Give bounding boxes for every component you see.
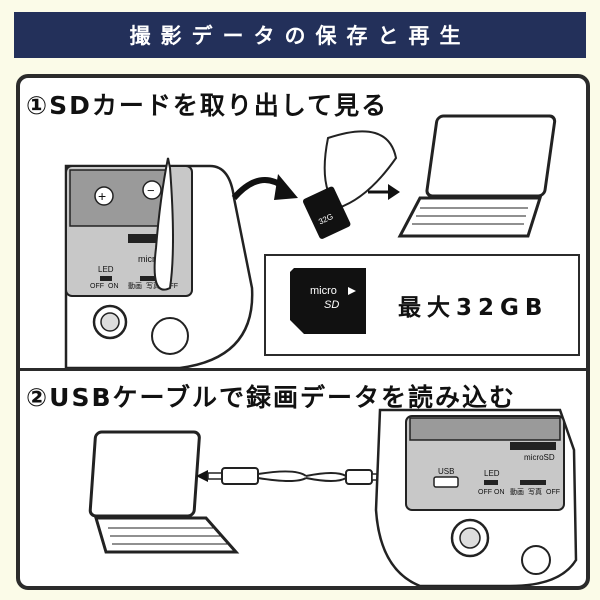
led-off-label-2: OFF xyxy=(478,489,492,496)
page-banner: 撮影データの保存と再生 xyxy=(14,12,586,58)
led-on-label-2: ON xyxy=(494,489,505,496)
capacity-text: 最大32GB xyxy=(398,295,549,321)
camera-device-illustration-1: + − microSD LED OFF ON 動画 写真 OFF xyxy=(64,157,254,370)
step1-title: ①SDカードを取り出して見る xyxy=(26,91,389,120)
banner-title: 撮影データの保存と再生 xyxy=(129,24,471,48)
led-off-label: OFF xyxy=(90,283,104,290)
microsd-slot-label-2: microSD xyxy=(524,453,555,462)
svg-text:−: − xyxy=(147,183,155,198)
usb-cable-icon xyxy=(196,467,396,485)
card-in-hand-illustration: 32G xyxy=(302,130,398,239)
mode-video-label-2: 動画 xyxy=(510,487,524,496)
mode-photo-label: 写真 xyxy=(146,281,160,290)
led-label: LED xyxy=(98,265,114,274)
hand-icon xyxy=(153,157,174,291)
mode-photo-label-2: 写真 xyxy=(528,487,542,496)
microsd-card-icon: micro SD xyxy=(290,268,366,334)
usb-port-label: USB xyxy=(438,467,454,476)
instruction-frame: ①SDカードを取り出して見る + − microSD LED OFF ON 動画… xyxy=(16,74,590,590)
svg-text:+: + xyxy=(98,188,106,204)
mode-off-label-2: OFF xyxy=(546,489,560,496)
card-sd-text: SD xyxy=(324,299,339,311)
section-divider xyxy=(20,368,586,371)
led-on-label: ON xyxy=(108,283,119,290)
mode-video-label: 動画 xyxy=(128,281,142,290)
laptop-icon xyxy=(88,430,240,554)
camera-device-illustration-2: microSD USB LED OFF ON 動画 写真 OFF xyxy=(374,408,578,586)
arrow-right-icon xyxy=(368,184,400,200)
arrow-curved-icon xyxy=(231,174,298,201)
step2-title: ②USBケーブルで録画データを読み込む xyxy=(26,383,517,412)
led-label-2: LED xyxy=(484,469,500,478)
card-micro-text: micro xyxy=(310,285,337,297)
capacity-info-box: micro SD 最大32GB xyxy=(264,254,580,356)
laptop-icon xyxy=(397,114,557,238)
